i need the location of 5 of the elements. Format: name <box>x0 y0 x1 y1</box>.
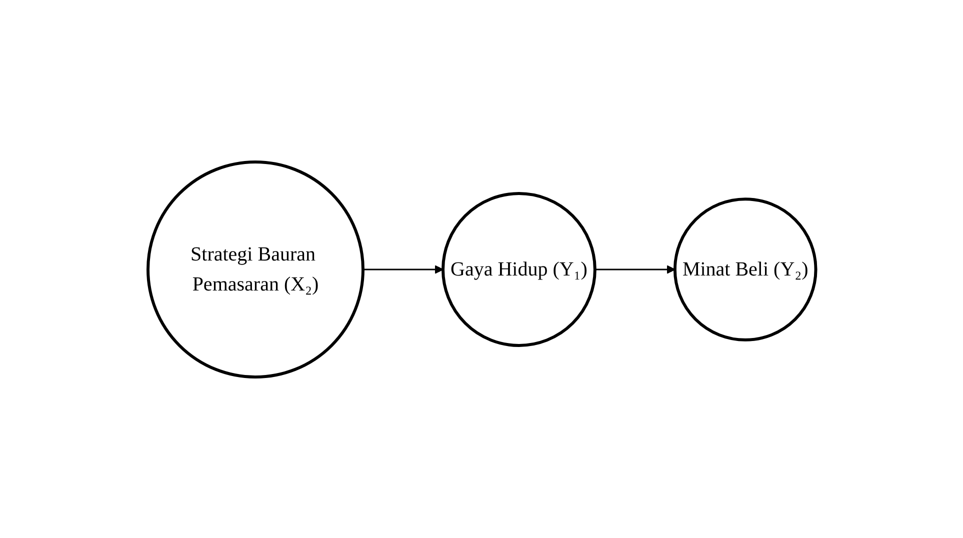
node-circle: Minat Beli (Y₂) <box>673 197 817 341</box>
node-circle: Gaya Hidup (Y₁) <box>441 192 596 346</box>
arrow <box>594 264 675 274</box>
arrow <box>362 264 443 274</box>
node-circle: Strategi Bauran Pemasaran (X₂) <box>146 160 364 378</box>
